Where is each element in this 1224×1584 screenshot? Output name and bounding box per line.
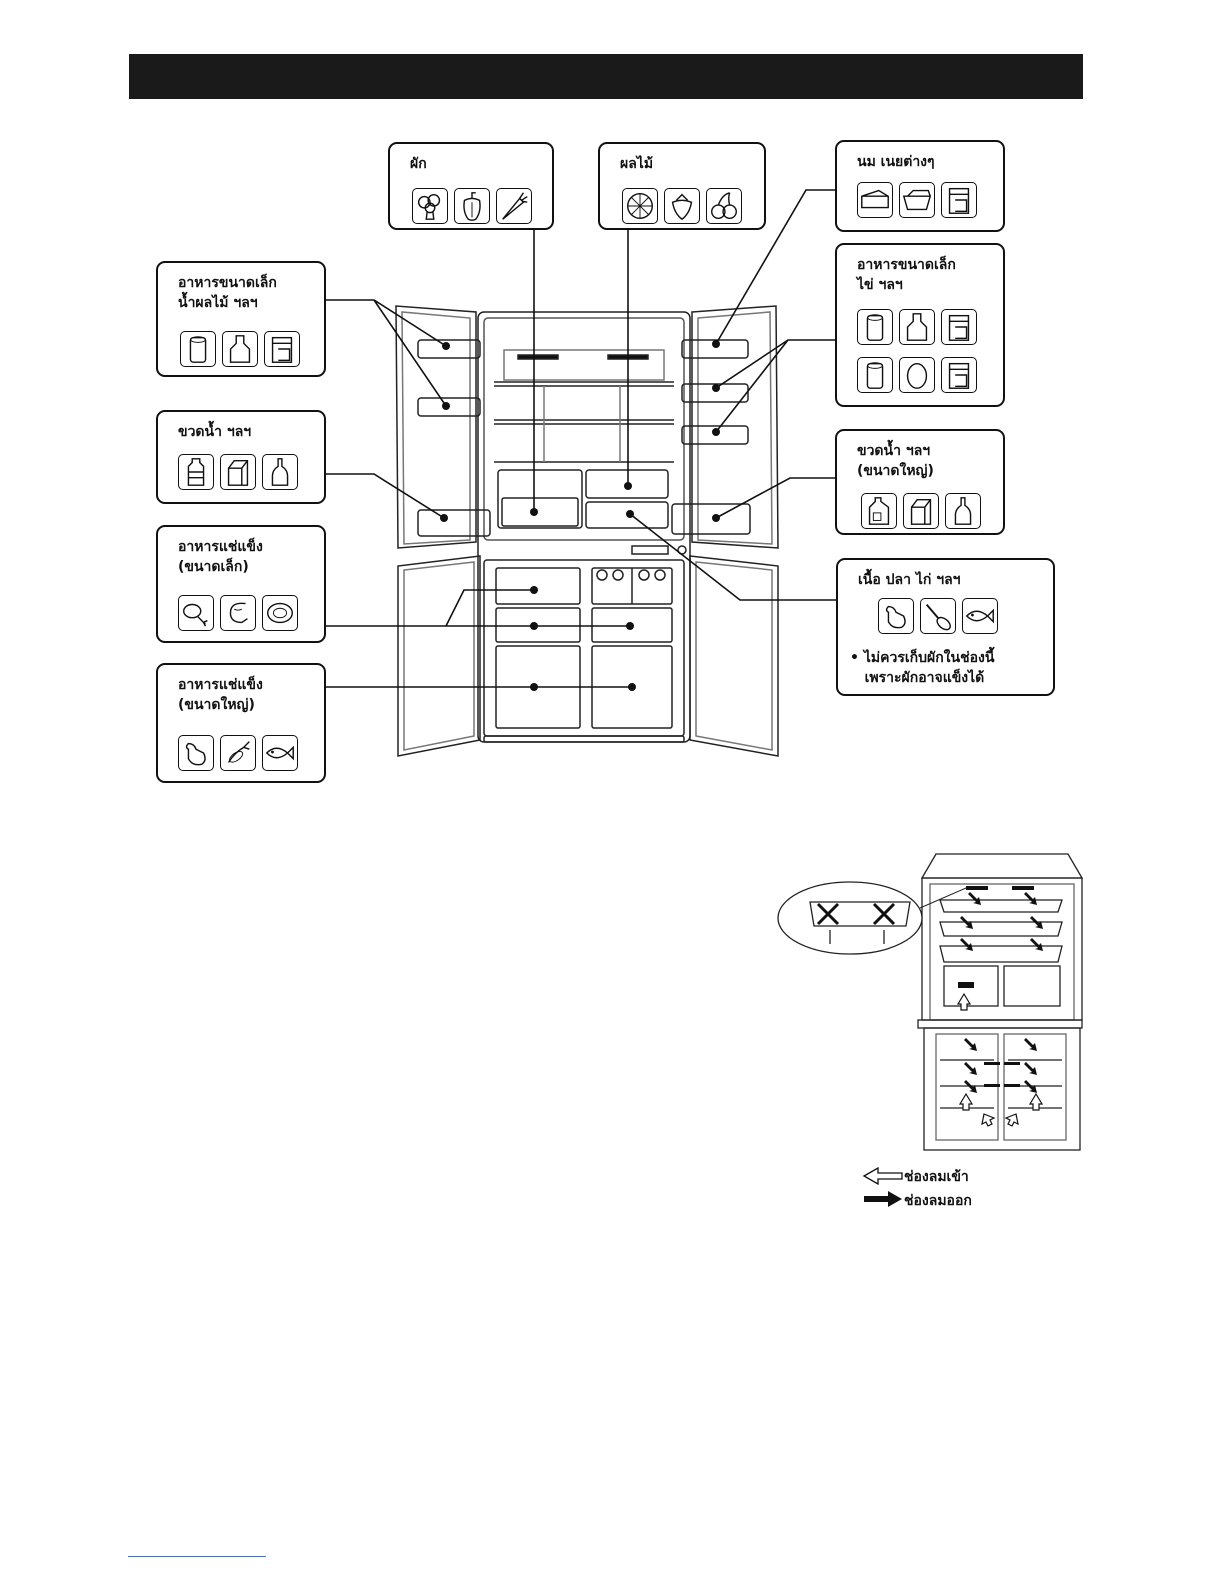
cheese-icon [857, 182, 893, 218]
label-box-meat: เนื้อ ปลา ไก่ ฯลฯ • ไม่ควรเก็บผักในช่องน… [836, 558, 1055, 696]
jug-icon [861, 493, 897, 529]
label-bottles-large: ขวดน้ำ ฯลฯ (ขนาดใหญ่) [857, 441, 934, 481]
airflow-arrows-out [958, 886, 1043, 1093]
legend-air-out: ช่องลมออก [904, 1190, 972, 1212]
label-box-frozen-small: อาหารแช่แข็ง (ขนาดเล็ก) [156, 525, 326, 643]
label-frozen-small: อาหารแช่แข็ง (ขนาดเล็ก) [178, 537, 263, 577]
label-box-dairy: นม เนยต่างๆ [835, 140, 1005, 232]
legend-air-out-label: ช่องลมออก [904, 1190, 972, 1212]
can-icon [180, 331, 216, 367]
air-out-arrow-icon [864, 1191, 902, 1207]
label-box-bottles-large: ขวดน้ำ ฯลฯ (ขนาดใหญ่) [835, 429, 1005, 535]
label-meat: เนื้อ ปลา ไก่ ฯลฯ [858, 570, 961, 590]
carton-icon [264, 331, 300, 367]
label-bottles: ขวดน้ำ ฯลฯ [178, 422, 251, 442]
label-box-bottles: ขวดน้ำ ฯลฯ [156, 410, 326, 504]
left-lower-door [398, 556, 480, 756]
broccoli-icon [412, 188, 448, 224]
meat-note: • ไม่ควรเก็บผักในช่องนี้ เพราะผักอาจแข็ง… [850, 648, 994, 688]
wine-bottle-icon [262, 454, 298, 490]
drumstick-icon [920, 598, 956, 634]
milk-carton-icon [903, 493, 939, 529]
carton-icon [941, 182, 977, 218]
carton-icon [941, 357, 977, 393]
chicken-icon [878, 598, 914, 634]
butter-icon [899, 182, 935, 218]
legend-air-in-label: ช่องลมเข้า [904, 1166, 969, 1188]
air-in-arrow-icon [864, 1168, 902, 1184]
freezer-drawer-mid-left [496, 608, 580, 642]
can-icon [857, 357, 893, 393]
fish-icon [262, 735, 298, 771]
chicken-leg-icon [178, 595, 214, 631]
carrot-icon [496, 188, 532, 224]
fish-icon [962, 598, 998, 634]
can-icon [857, 309, 893, 345]
strawberry-icon [664, 188, 700, 224]
bottle-icon [899, 309, 935, 345]
left-upper-door [396, 306, 476, 548]
legend-air-in: ช่องลมเข้า [904, 1166, 969, 1188]
chicken-icon [178, 735, 214, 771]
label-box-small-food-juice: อาหารขนาดเล็ก น้ำผลไม้ ฯลฯ [156, 261, 326, 377]
shrimp-icon [220, 595, 256, 631]
water-bottle-icon [178, 454, 214, 490]
fridge-cabinet [478, 312, 690, 742]
label-frozen-large: อาหารแช่แข็ง (ขนาดใหญ่) [178, 675, 263, 715]
label-box-frozen-large: อาหารแช่แข็ง (ขนาดใหญ่) [156, 663, 326, 783]
label-box-fruits: ผลไม้ [598, 142, 766, 230]
right-lower-door [690, 556, 778, 756]
milk-carton-icon [220, 454, 256, 490]
label-dairy: นม เนยต่างๆ [857, 152, 935, 172]
freezer-drawer-top-left [496, 568, 580, 604]
steak-icon [262, 595, 298, 631]
orange-icon [622, 188, 658, 224]
pepper-icon [454, 188, 490, 224]
label-fruits: ผลไม้ [620, 154, 653, 174]
lobster-icon [220, 735, 256, 771]
carton-icon [941, 309, 977, 345]
egg-icon [899, 357, 935, 393]
label-vegetables: ผัก [410, 154, 427, 174]
label-box-vegetables: ผัก [388, 142, 554, 230]
label-small-food-juice: อาหารขนาดเล็ก น้ำผลไม้ ฯลฯ [178, 273, 277, 313]
wine-bottle-icon [945, 493, 981, 529]
bottle-icon [222, 331, 258, 367]
cherry-icon [706, 188, 742, 224]
label-small-food-egg: อาหารขนาดเล็ก ไข่ ฯลฯ [857, 255, 956, 295]
crisper-drawer-left [498, 470, 582, 528]
right-upper-door [692, 306, 778, 548]
label-box-small-food-egg: อาหารขนาดเล็ก ไข่ ฯลฯ [835, 243, 1005, 407]
footer-line [128, 1556, 266, 1557]
